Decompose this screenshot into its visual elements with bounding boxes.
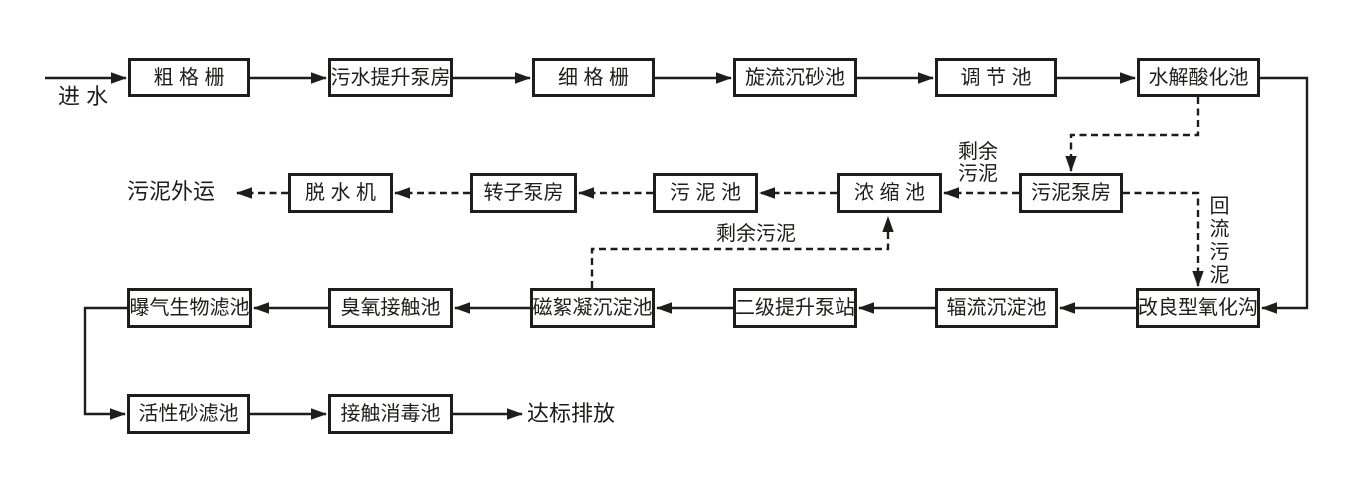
node-fine-screen: 细 格 栅	[532, 58, 655, 97]
excess-sludge-side-label: 剩余 污泥	[958, 141, 998, 185]
node-sludge-tank: 污 泥 池	[653, 173, 758, 213]
node-radial-flow-sedimentation-tank: 辐流沉淀池	[935, 288, 1058, 328]
node-active-sand-filter: 活性砂滤池	[127, 394, 250, 434]
edge-sludge-pump-to-oxidation-ditch-return	[1123, 191, 1204, 287]
outlet-label: 达标排放	[527, 401, 616, 426]
edge-magnetic-flocculation-to-thickening-excess	[590, 216, 894, 288]
sludge-out-label: 污泥外运	[127, 179, 216, 204]
node-contact-disinfection-tank: 接触消毒池	[328, 394, 453, 434]
node-magnetic-flocculation-sedimentation-tank: 磁絮凝沉淀池	[530, 288, 655, 328]
node-rotor-pump-house: 转子泵房	[470, 173, 577, 213]
edge-aerated-biofilter-to-sand-filter	[83, 306, 127, 420]
node-equalization-tank: 调 节 池	[935, 58, 1057, 97]
node-improved-oxidation-ditch: 改良型氧化沟	[1136, 288, 1260, 328]
edge-hydrolysis-to-oxidation-ditch	[1260, 76, 1309, 314]
node-sludge-pump-house: 污泥泵房	[1019, 173, 1123, 213]
excess-sludge-bottom-label: 剩余污泥	[716, 223, 796, 245]
node-hydrolysis-acidification-tank: 水解酸化池	[1137, 58, 1260, 97]
node-ozone-contact-tank: 臭氧接触池	[328, 288, 453, 328]
node-dewatering-machine: 脱 水 机	[288, 173, 393, 213]
node-aerated-biofilter: 曝气生物滤池	[127, 288, 252, 328]
node-thickening-tank: 浓 缩 池	[837, 173, 942, 213]
return-sludge-label: 回流污泥	[1206, 195, 1228, 287]
node-coarse-screen: 粗 格 栅	[128, 58, 250, 97]
node-secondary-lift-pump-station: 二级提升泵站	[733, 288, 857, 328]
edge-hydrolysis-to-sludge-pump	[1065, 97, 1200, 172]
inlet-label: 进 水	[58, 84, 109, 109]
node-vortex-grit-chamber: 旋流沉砂池	[733, 58, 857, 97]
node-sewage-lift-pump-house: 污水提升泵房	[328, 58, 453, 97]
